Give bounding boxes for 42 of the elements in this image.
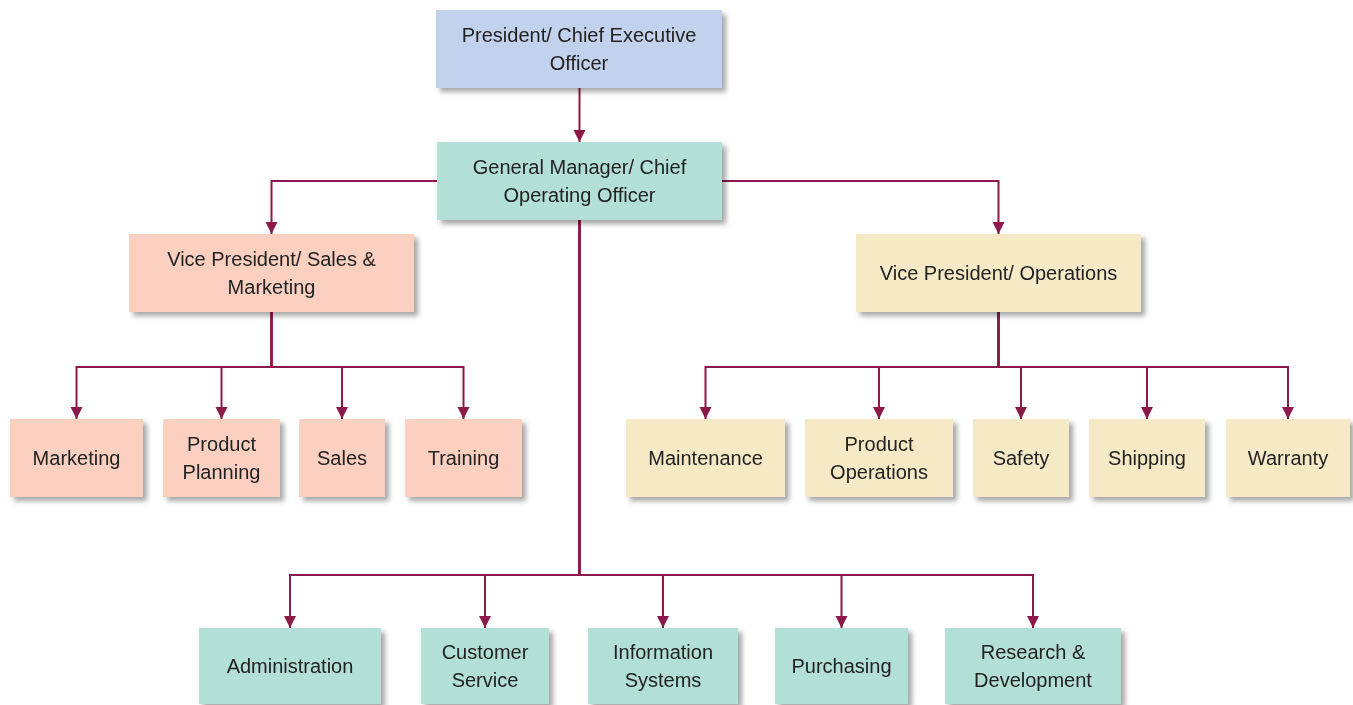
role-label: Research & Development	[973, 640, 1093, 693]
org-box	[945, 628, 1121, 704]
connector-arrow	[265, 180, 438, 235]
org-box	[973, 419, 1069, 497]
connector-arrow	[573, 87, 586, 143]
role-label: Product Planning	[181, 432, 262, 485]
org-box	[437, 142, 722, 220]
org-box	[775, 628, 908, 704]
org-box	[1226, 419, 1350, 497]
org-box	[436, 10, 722, 88]
role-label: Vice President/ Operations	[879, 261, 1118, 286]
connector-arrow	[270, 311, 470, 420]
org-box	[299, 419, 385, 497]
org-box	[421, 628, 549, 704]
org-box	[856, 234, 1141, 312]
role-label: Safety	[992, 446, 1050, 471]
org-box	[10, 419, 143, 497]
org-box	[588, 628, 738, 704]
role-label: President/ Chief Executive Officer	[460, 23, 698, 76]
role-label: Purchasing	[791, 654, 892, 679]
role-label: Administration	[226, 654, 354, 679]
role-label: Customer Service	[440, 640, 530, 693]
org-box	[199, 628, 381, 704]
org-box	[405, 419, 522, 497]
role-label: Marketing	[32, 446, 121, 471]
org-box	[626, 419, 785, 497]
role-label: Maintenance	[648, 446, 763, 471]
role-label: Information Systems	[611, 640, 715, 693]
role-label: Vice President/ Sales & Marketing	[166, 247, 377, 300]
connector-arrow	[721, 180, 1005, 235]
org-box	[805, 419, 953, 497]
org-box	[129, 234, 414, 312]
role-label: Shipping	[1108, 446, 1186, 471]
role-label: Warranty	[1247, 446, 1329, 471]
org-box	[1089, 419, 1205, 497]
connector-arrow	[578, 219, 1039, 629]
org-box	[163, 419, 280, 497]
role-label: General Manager/ Chief Operating Officer	[471, 155, 688, 208]
role-label: Sales	[317, 446, 367, 471]
role-label: Training	[427, 446, 500, 471]
role-label: Product Operations	[829, 432, 929, 485]
connector-arrow	[997, 311, 1294, 420]
